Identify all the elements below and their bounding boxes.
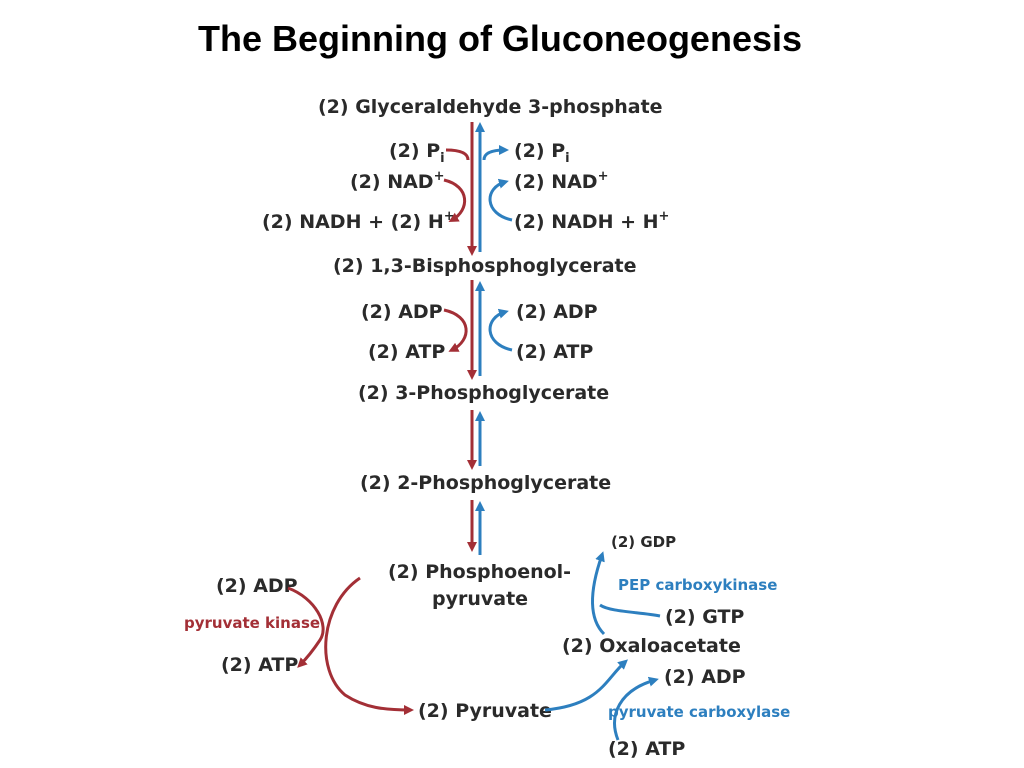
pc-atp-label: (2) ATP — [608, 738, 685, 760]
page-title: The Beginning of Gluconeogenesis — [197, 18, 803, 59]
left-atp-label: (2) ATP — [368, 341, 445, 363]
right-nadh-label: (2) NADH + H+ — [514, 209, 669, 233]
compound-2-phosphoglycerate: (2) 2-Phosphoglycerate — [360, 472, 611, 494]
left-nad-label: (2) NAD+ — [350, 169, 445, 193]
right-atp-label: (2) ATP — [516, 341, 593, 363]
left-nadh-label: (2) NADH + (2) H+ — [262, 209, 455, 233]
pyruvate-kinase-label: pyruvate kinase — [184, 614, 320, 632]
side-cofactor-arrows — [443, 145, 513, 352]
pep-carboxykinase-label: PEP carboxykinase — [618, 576, 777, 594]
pk-atp-label: (2) ATP — [221, 654, 298, 676]
pyruvate-kinase-arrows — [287, 576, 414, 715]
compound-phosphoenolpyruvate-line1: (2) Phosphoenol- — [388, 561, 571, 583]
left-adp-label: (2) ADP — [361, 301, 443, 323]
pepck-gtp-label: (2) GTP — [665, 606, 744, 628]
compound-1-3-bisphosphoglycerate: (2) 1,3-Bisphosphoglycerate — [333, 255, 637, 277]
left-pi-label: (2) Pi — [389, 140, 445, 166]
pep-carboxykinase-arrows — [591, 551, 661, 636]
right-adp-label: (2) ADP — [516, 301, 598, 323]
compound-oxaloacetate: (2) Oxaloacetate — [562, 635, 741, 657]
right-nad-label: (2) NAD+ — [514, 169, 609, 193]
pyruvate-carboxylase-arrows — [544, 659, 659, 741]
compound-glyceraldehyde-3-phosphate: (2) Glyceraldehyde 3-phosphate — [318, 96, 663, 118]
right-pi-label: (2) Pi — [514, 140, 570, 166]
pyruvate-carboxylase-label: pyruvate carboxylase — [608, 703, 790, 721]
compound-pyruvate: (2) Pyruvate — [418, 700, 552, 722]
compound-3-phosphoglycerate: (2) 3-Phosphoglycerate — [358, 382, 609, 404]
pc-adp-label: (2) ADP — [664, 666, 746, 688]
pk-adp-label: (2) ADP — [216, 575, 298, 597]
compound-phosphoenolpyruvate-line2: pyruvate — [432, 588, 528, 610]
pepck-gdp-label: (2) GDP — [611, 533, 676, 551]
